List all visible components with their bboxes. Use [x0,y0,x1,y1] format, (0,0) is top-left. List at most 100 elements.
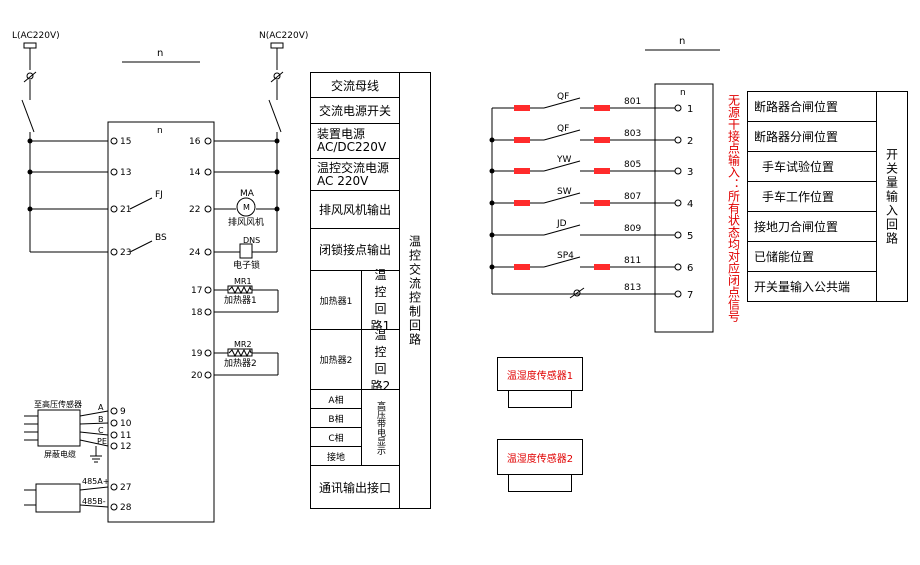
phase-a-label: A [98,403,104,412]
wire-807-label: 807 [624,192,641,202]
contact-6-name: SP4 [557,251,574,261]
l-fuse-slash [23,71,37,83]
heater2-loop-cell: 温控回路2 [361,328,400,393]
sensor-1-label: 温湿度传感器1 [497,357,583,391]
contact-5-name: JD [556,219,567,229]
row-ac-bus: 交流母线 [310,72,400,98]
l-terminal-cap [23,42,37,49]
terminal-13-label: 13 [120,168,131,178]
right-top-n-label: n [679,36,685,47]
ma-label: MA [240,189,255,199]
contact-2-name: QF [557,124,569,134]
terminal-28-label: 28 [120,503,132,513]
terminal-19-label: 19 [191,349,203,359]
wire-805-label: 805 [624,160,641,170]
right-terminal-1: 1 [687,104,693,115]
row-temp-ac-power: 温控交流电源 AC 220V [310,158,400,191]
di-row-5: 接地刀合闸位置 [747,211,877,242]
left-top-n-label: n [157,48,163,59]
terminal-11-label: 11 [120,431,131,441]
contact-3-name: YW [556,155,571,165]
terminal-10-label: 10 [120,419,132,429]
ground-cell: 接地 [310,446,362,466]
phase-b-cell: B相 [310,408,362,428]
lock-label: 电子锁 [233,259,260,271]
terminal-9-label: 9 [120,407,126,417]
wire-813-label: 813 [624,283,641,293]
wire-809-label: 809 [624,224,641,234]
di-row-3: 手车试验位置 [747,151,877,182]
wire-811-label: 811 [624,256,641,266]
hv-sensor-box [37,409,81,447]
right-device-box [654,83,714,333]
terminal-12-label: 12 [120,442,131,452]
terminal-22-label: 22 [189,205,200,215]
right-terminal-2: 2 [687,136,693,147]
dry-contact-note: 无源干接点输入：所有状态均对应闭点信号 [726,94,741,322]
terminal-21-label: 21 [120,205,131,215]
fan-motor [236,197,256,217]
di-row-4: 手车工作位置 [747,181,877,212]
heater2-cell: 加热器2 [310,329,362,390]
sensor-1-base [508,390,572,408]
di-row-1: 断路器合闸位置 [747,91,877,122]
terminal-24-label: 24 [189,248,201,258]
left-device-box [107,121,215,523]
terminal-20-label: 20 [191,371,203,381]
terminal-18-label: 18 [191,308,203,318]
di-row-6: 已储能位置 [747,241,877,272]
row-device-power: 装置电源 AC/DC220V [310,123,400,159]
phase-c-label: C [98,426,104,435]
di-row-7: 开关量输入公共端 [747,271,877,302]
hv-display-cell: 高压带电显示 [361,389,400,466]
di-row-2: 断路器分闸位置 [747,121,877,152]
contact-1-name: QF [557,92,569,102]
heater1-loop-cell: 温控回路1 [361,268,400,333]
terminal-23-label: 23 [120,248,131,258]
terminal-14-label: 14 [189,168,201,178]
phase-pe-label: PE [97,437,107,446]
rs485-box [35,483,81,513]
wire-803-label: 803 [624,129,641,139]
left-device-n-label: n [157,126,163,136]
right-terminal-3: 3 [687,167,693,178]
right-terminal-4: 4 [687,199,693,210]
row-ac-power-switch: 交流电源开关 [310,97,400,124]
right-device-n-label: n [680,88,686,98]
right-terminal-7: 7 [687,290,693,301]
dns-label: DNS [243,236,260,245]
n-supply-label: N(AC220V) [259,31,308,41]
fj-label: FJ [155,190,163,200]
contact-4-name: SW [557,187,572,197]
heater2-label: 加热器2 [224,357,257,369]
row-lock-output: 闭锁接点输出 [310,228,400,271]
terminal-27-label: 27 [120,483,131,493]
mr2-label: MR2 [234,340,252,349]
heater1-label: 加热器1 [224,294,257,306]
right-terminal-6: 6 [687,263,693,274]
terminal-16-label: 16 [189,137,201,147]
rs485b-label: 485B- [82,497,106,506]
right-terminal-5: 5 [687,231,693,242]
row-fan-output: 排风风机输出 [310,190,400,229]
phase-a-cell: A相 [310,389,362,409]
terminal-17-label: 17 [191,286,202,296]
phase-b-label: B [98,415,104,424]
n-terminal-cap [270,42,284,49]
di-loop-label: 开关量输入回路 [876,91,908,302]
bs-label: BS [155,233,167,243]
l-supply-label: L(AC220V) [12,31,60,41]
motor-label: M [243,203,250,212]
shield-cable-label: 屏蔽电缆 [44,449,76,459]
fan-label: 排风风机 [228,216,264,228]
comm-output-cell: 通讯输出接口 [310,465,400,509]
wire-801-label: 801 [624,97,641,107]
mr1-label: MR1 [234,277,252,286]
fj-contact-blade [129,197,153,210]
sensor-2-base [508,474,572,492]
phase-c-cell: C相 [310,427,362,447]
heater1-cell: 加热器1 [310,270,362,330]
rs485a-label: 485A+ [82,477,109,486]
